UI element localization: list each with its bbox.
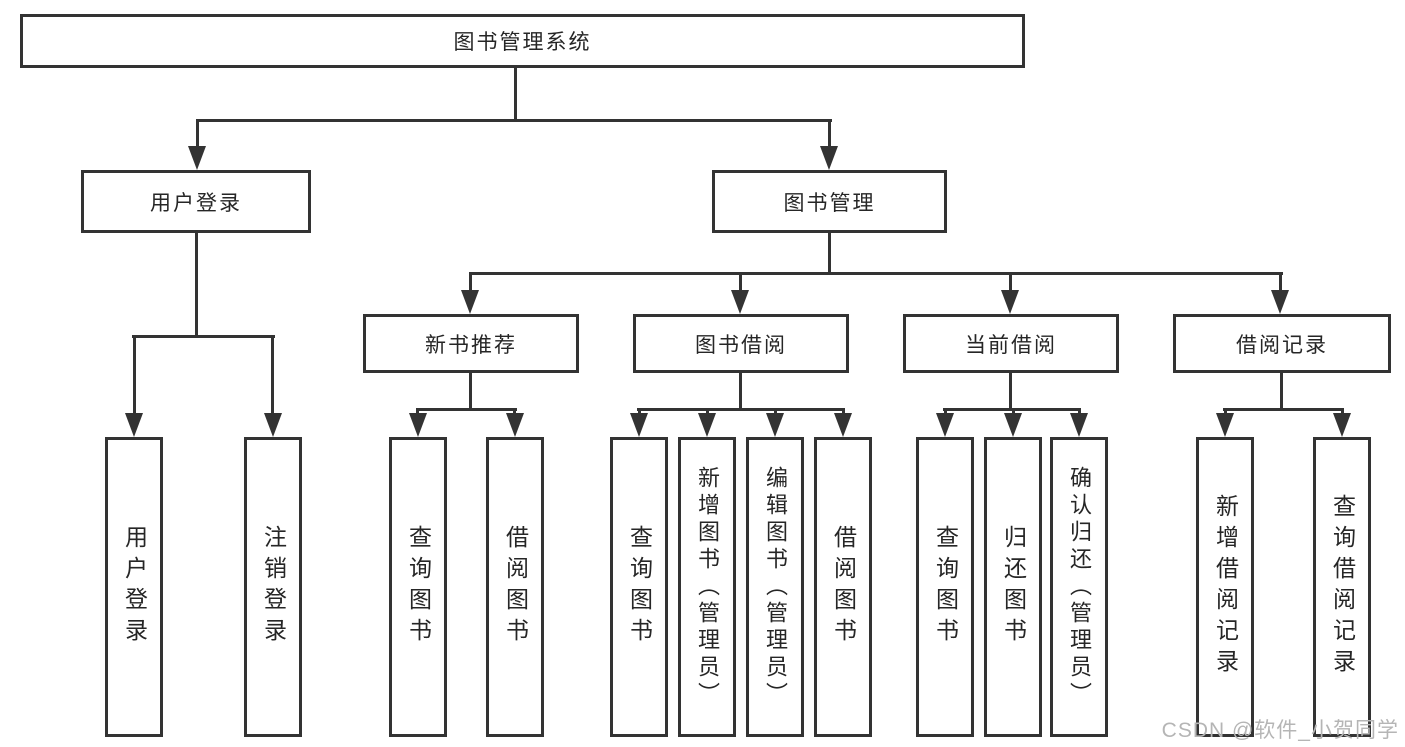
node-label: 归还图书 bbox=[1000, 525, 1027, 649]
arrow-down-icon bbox=[936, 413, 954, 437]
csdn-watermark: CSDN @软件_小贺同学 bbox=[1161, 719, 1399, 742]
connector-bookmgmt-drop bbox=[1279, 272, 1282, 292]
node-bb-add-books-admin: 新增图书（管理员） bbox=[678, 437, 736, 737]
arrow-down-icon bbox=[820, 146, 838, 170]
node-label: 当前借阅 bbox=[965, 333, 1057, 357]
connector-userlogin-drop bbox=[133, 335, 136, 415]
node-nb-borrow-books: 借阅图书 bbox=[486, 437, 544, 737]
node-label: 图书借阅 bbox=[695, 333, 787, 357]
node-book-borrowing: 图书借阅 bbox=[633, 314, 849, 373]
node-user-login: 用户登录 bbox=[81, 170, 311, 233]
arrow-down-icon bbox=[1216, 413, 1234, 437]
arrow-down-icon bbox=[766, 413, 784, 437]
node-bb-edit-books-admin: 编辑图书（管理员） bbox=[746, 437, 804, 737]
arrow-down-icon bbox=[264, 413, 282, 437]
node-br-query-record: 查询借阅记录 bbox=[1313, 437, 1371, 737]
node-book-management: 图书管理 bbox=[712, 170, 947, 233]
connector-userlogin-rail bbox=[132, 335, 275, 338]
arrow-down-icon bbox=[188, 146, 206, 170]
connector-newbook-rail bbox=[416, 408, 517, 411]
arrow-down-icon bbox=[409, 413, 427, 437]
connector-records-drop bbox=[1224, 408, 1227, 416]
arrow-down-icon bbox=[125, 413, 143, 437]
connector-userlogin-stem bbox=[195, 233, 198, 335]
connector-borrowing-drop bbox=[638, 408, 641, 416]
connector-root-drop-left bbox=[196, 119, 199, 149]
arrow-down-icon bbox=[834, 413, 852, 437]
node-cb-confirm-return-admin: 确认归还（管理员） bbox=[1050, 437, 1108, 737]
arrow-down-icon bbox=[731, 290, 749, 314]
connector-records-rail bbox=[1223, 408, 1344, 411]
arrow-down-icon bbox=[1070, 413, 1088, 437]
node-login-leaf: 用户登录 bbox=[105, 437, 163, 737]
node-label: 编辑图书（管理员） bbox=[763, 465, 788, 709]
connector-newbook-drop bbox=[513, 408, 516, 416]
node-label: 借阅记录 bbox=[1236, 333, 1328, 357]
node-label: 查询图书 bbox=[405, 525, 432, 649]
connector-newbook-drop bbox=[416, 408, 419, 416]
connector-bookmgmt-drop bbox=[739, 272, 742, 292]
connector-bookmgmt-drop bbox=[469, 272, 472, 292]
connector-borrowing-rail bbox=[637, 408, 845, 411]
node-label: 查询借阅记录 bbox=[1329, 494, 1356, 680]
connector-root-drop-right bbox=[828, 119, 831, 149]
connector-records-stem bbox=[1280, 373, 1283, 408]
connector-userlogin-drop bbox=[271, 335, 274, 415]
node-label: 用户登录 bbox=[121, 525, 148, 649]
connector-borrowing-drop bbox=[706, 408, 709, 416]
connector-bookmgmt-rail bbox=[469, 272, 1283, 275]
connector-newbook-stem bbox=[469, 373, 472, 408]
connector-borrowing-drop bbox=[774, 408, 777, 416]
connector-current-stem bbox=[1009, 373, 1012, 408]
node-label: 图书管理系统 bbox=[453, 31, 592, 54]
node-label: 查询图书 bbox=[626, 525, 653, 649]
node-cb-query-books: 查询图书 bbox=[916, 437, 974, 737]
node-cb-return-books: 归还图书 bbox=[984, 437, 1042, 737]
node-new-book-recommend: 新书推荐 bbox=[363, 314, 579, 373]
node-label: 图书管理 bbox=[783, 191, 876, 215]
connector-root-stem bbox=[514, 68, 517, 120]
node-label: 新增图书（管理员） bbox=[695, 465, 720, 709]
arrow-down-icon bbox=[1001, 290, 1019, 314]
connector-bookmgmt-drop bbox=[1009, 272, 1012, 292]
node-current-borrowing: 当前借阅 bbox=[903, 314, 1119, 373]
arrow-down-icon bbox=[461, 290, 479, 314]
node-label: 借阅图书 bbox=[830, 525, 857, 649]
node-library-management-system: 图书管理系统 bbox=[20, 14, 1025, 68]
node-label: 查询图书 bbox=[932, 525, 959, 649]
arrow-down-icon bbox=[506, 413, 524, 437]
connector-current-drop bbox=[944, 408, 947, 416]
node-label: 用户登录 bbox=[150, 191, 242, 215]
node-bb-borrow-books: 借阅图书 bbox=[814, 437, 872, 737]
connector-borrowing-stem bbox=[739, 373, 742, 408]
node-label: 注销登录 bbox=[260, 525, 287, 649]
connector-current-drop bbox=[1012, 408, 1015, 416]
node-label: 新增借阅记录 bbox=[1212, 494, 1239, 680]
arrow-down-icon bbox=[630, 413, 648, 437]
arrow-down-icon bbox=[698, 413, 716, 437]
node-borrowing-records: 借阅记录 bbox=[1173, 314, 1391, 373]
node-logout-leaf: 注销登录 bbox=[244, 437, 302, 737]
connector-borrowing-drop bbox=[842, 408, 845, 416]
arrow-down-icon bbox=[1271, 290, 1289, 314]
arrow-down-icon bbox=[1333, 413, 1351, 437]
arrow-down-icon bbox=[1004, 413, 1022, 437]
node-label: 新书推荐 bbox=[425, 333, 517, 357]
connector-root-rail bbox=[196, 119, 832, 122]
node-nb-query-books: 查询图书 bbox=[389, 437, 447, 737]
connector-bookmgmt-stem bbox=[828, 232, 831, 272]
connector-current-drop bbox=[1078, 408, 1081, 416]
node-br-add-record: 新增借阅记录 bbox=[1196, 437, 1254, 737]
connector-records-drop bbox=[1341, 408, 1344, 416]
node-bb-query-books: 查询图书 bbox=[610, 437, 668, 737]
node-label: 借阅图书 bbox=[502, 525, 529, 649]
node-label: 确认归还（管理员） bbox=[1067, 465, 1092, 709]
